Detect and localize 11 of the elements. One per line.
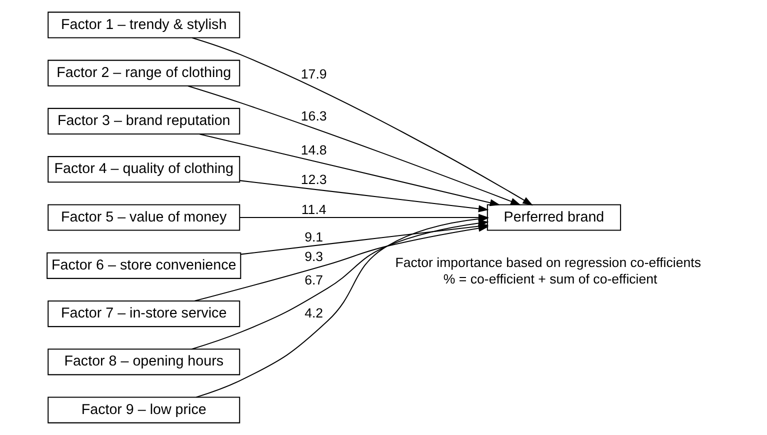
label: Factor importance based on regression co-efficients [394,255,701,270]
label: % = co-efficient + sum of co-efficient [442,271,657,286]
edge-label: 11.4 [300,202,326,217]
edge-label: 4.2 [304,305,323,320]
edge-label: 16.3 [300,108,326,124]
edge-label: 17.9 [300,66,326,82]
edge-label: 9.1 [304,229,323,244]
edge-label: 6.7 [304,272,323,288]
edge-label: 9.3 [304,248,323,264]
edge-label: 12.3 [300,172,326,188]
edge-label: 14.8 [300,142,326,158]
